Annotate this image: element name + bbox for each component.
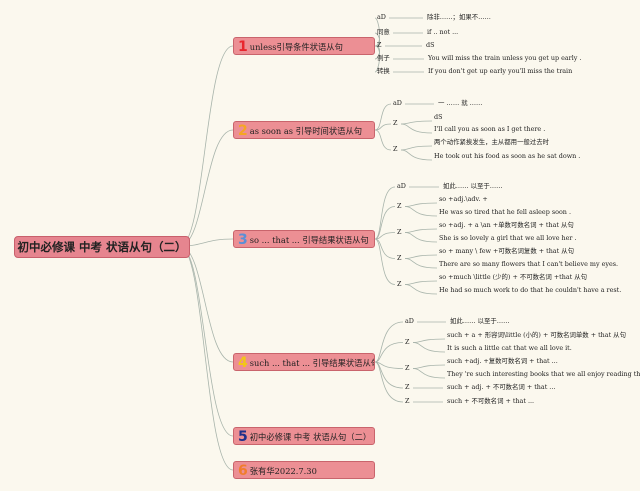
leaf-text: 如此…… 以至于…… — [450, 317, 510, 325]
branch-label: such ... that ... 引导结果状语从句 — [249, 358, 375, 368]
leaf-text: so +much \little (少的) + 不可数名词 +that 从句 — [439, 273, 588, 281]
leaf-key[interactable]: Z — [393, 119, 398, 127]
leaf-text: 如此…… 以至于…… — [443, 182, 503, 190]
leaf-text: He was so tired that he fell asleep soon… — [439, 208, 571, 216]
leaf-text: such +adj. +复数可数名词 + that ... — [447, 357, 558, 365]
branch-label: 张有华2022.7.30 — [249, 466, 317, 476]
root-node[interactable]: 初中必修课 中考 状语从句（二） — [14, 236, 190, 258]
leaf-text: 两个动作紧挨发生，主从都用一般过去时 — [434, 138, 550, 146]
leaf-text: so +adj. + a \an +单数可数名词 + that 从句 — [439, 221, 574, 229]
leaf-text: If you don't get up early you'll miss th… — [428, 67, 573, 75]
leaf-text: such + a + 形容词\little (小的) + 可数名词单数 + th… — [447, 331, 626, 339]
leaf-key[interactable]: Z — [393, 145, 398, 153]
leaf-text: She is so lovely a girl that we all love… — [439, 234, 577, 242]
leaf-text: He had so much work to do that he couldn… — [439, 286, 622, 294]
leaf-key[interactable]: Z — [397, 279, 402, 288]
leaf-text: There are so many flowers that I can't b… — [439, 260, 619, 268]
leaf-text: I'll call you as soon as I get there . — [434, 125, 546, 133]
branch-number: 6 — [238, 463, 248, 479]
branch-label: unless引导条件状语从句 — [249, 42, 343, 52]
leaf-text: He took out his food as soon as he sat d… — [434, 152, 581, 160]
leaf-key[interactable]: 例子 — [377, 54, 390, 62]
leaf-key[interactable]: aD — [405, 317, 414, 325]
leaf-key[interactable]: 同意 — [377, 28, 390, 36]
leaf-key[interactable]: Z — [397, 253, 402, 262]
branch-number: 3 — [238, 232, 248, 248]
branch-number: 2 — [238, 123, 248, 139]
leaf-key[interactable]: Z — [405, 383, 410, 391]
leaf-key[interactable]: aD — [393, 99, 402, 107]
leaf-key[interactable]: Z — [377, 41, 382, 49]
leaf-text: if .. not ... — [427, 28, 459, 36]
branch-label: so ... that ... 引导结果状语从句 — [249, 235, 369, 245]
leaf-text: You will miss the train unless you get u… — [428, 54, 582, 62]
leaf-key[interactable]: Z — [405, 397, 410, 405]
branch-number: 4 — [238, 355, 248, 371]
branch-number: 1 — [238, 39, 248, 55]
leaf-text: dS — [434, 113, 443, 121]
leaf-text: dS — [426, 41, 435, 49]
leaf-text: such + 不可数名词 + that ... — [447, 397, 535, 405]
leaf-key[interactable]: aD — [397, 182, 406, 190]
leaf-key[interactable]: Z — [397, 201, 402, 210]
leaf-text: so +adj.\adv. + — [439, 195, 488, 203]
leaf-text: 除非……；如果不…… — [427, 13, 491, 21]
leaf-key[interactable]: Z — [405, 337, 410, 346]
branch-label: as soon as 引导时间状语从句 — [249, 126, 363, 136]
leaf-text: 一 …… 就 …… — [438, 99, 483, 107]
branch-label: 初中必修课 中考 状语从句（二） — [249, 432, 372, 442]
leaf-text: It is such a little cat that we all love… — [447, 344, 572, 352]
leaf-key[interactable]: 转换 — [377, 67, 390, 75]
leaf-key[interactable]: aD — [377, 13, 386, 21]
branch-number: 5 — [238, 429, 248, 445]
leaf-text: such + adj. + 不可数名词 + that ... — [447, 383, 556, 391]
leaf-key[interactable]: Z — [405, 363, 410, 372]
leaf-text: They 're such interesting books that we … — [447, 370, 640, 378]
leaf-text: so + many \ few +可数名词复数 + that 从句 — [439, 247, 574, 255]
leaf-key[interactable]: Z — [397, 227, 402, 236]
